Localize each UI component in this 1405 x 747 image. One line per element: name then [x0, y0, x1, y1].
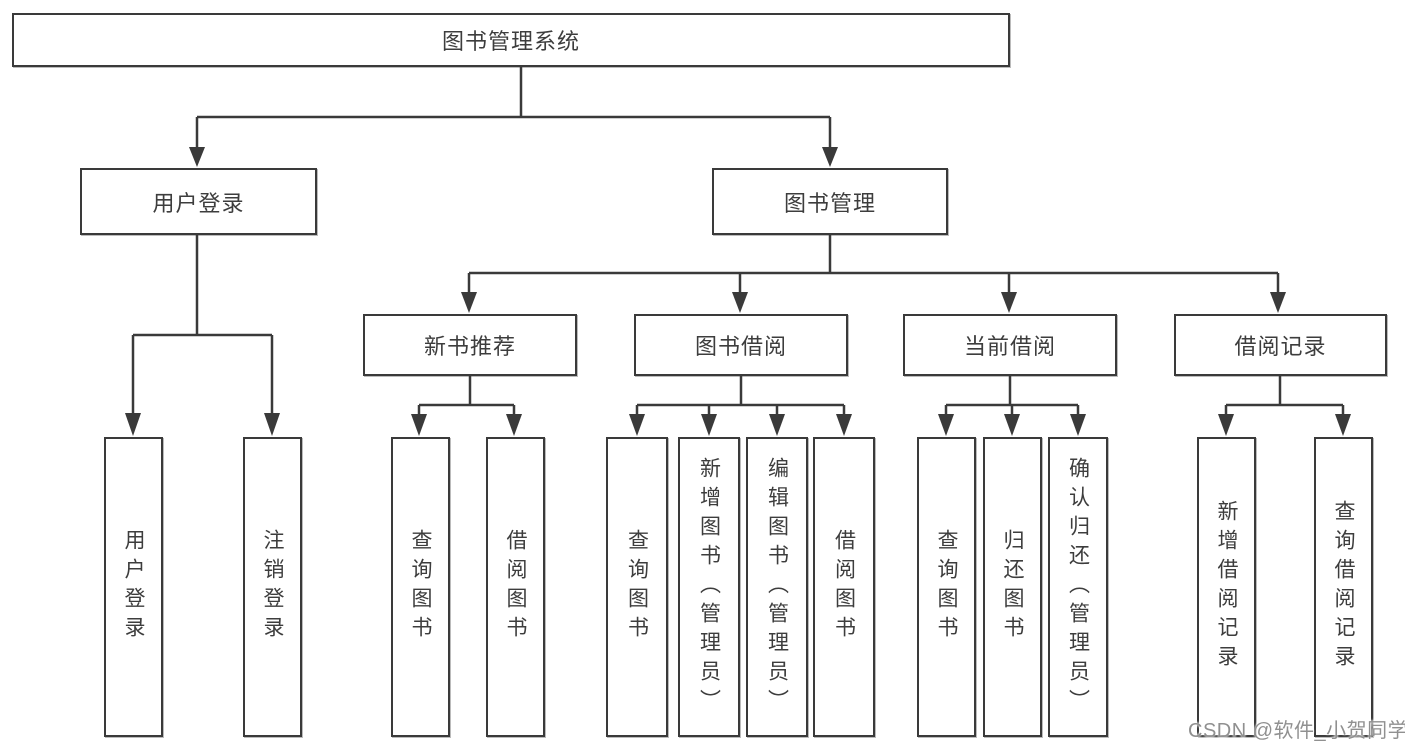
- node-new-book-recommend: 新书推荐: [363, 314, 577, 376]
- node-leaf-return-book-label: 归还图书: [1001, 529, 1024, 645]
- node-leaf-query-books-current: 查询图书: [917, 437, 976, 737]
- node-root-label: 图书管理系统: [441, 29, 580, 54]
- node-new-book-recommend-label: 新书推荐: [423, 334, 516, 359]
- node-leaf-query-books-borrow: 查询图书: [606, 437, 668, 737]
- node-leaf-query-books-recommend: 查询图书: [391, 437, 450, 737]
- node-leaf-confirm-return-admin-label: 确认归还（管理员）: [1066, 456, 1090, 718]
- node-leaf-logout: 注销登录: [243, 437, 302, 737]
- node-leaf-query-borrow-record-label: 查询借阅记录: [1332, 500, 1355, 674]
- node-leaf-return-book: 归还图书: [983, 437, 1042, 737]
- node-current-borrow-label: 当前借阅: [963, 334, 1056, 359]
- node-leaf-query-books-borrow-label: 查询图书: [625, 529, 649, 645]
- node-user-login-branch: 用户登录: [80, 168, 317, 235]
- node-leaf-edit-book-admin: 编辑图书（管理员）: [746, 437, 808, 737]
- node-book-management-branch-label: 图书管理: [783, 190, 876, 216]
- node-leaf-borrow-books: 借阅图书: [813, 437, 875, 737]
- watermark: CSDN @软件_小贺同学: [1188, 720, 1405, 742]
- node-book-management-branch: 图书管理: [712, 168, 948, 235]
- node-leaf-user-login: 用户登录: [104, 437, 163, 737]
- node-leaf-borrow-books-recommend-label: 借阅图书: [504, 529, 527, 645]
- node-leaf-add-book-admin-label: 新增图书（管理员）: [697, 456, 721, 718]
- node-leaf-confirm-return-admin: 确认归还（管理员）: [1048, 437, 1108, 737]
- node-leaf-add-borrow-record-label: 新增借阅记录: [1215, 500, 1238, 674]
- node-borrow-records-label: 借阅记录: [1234, 334, 1327, 359]
- node-leaf-add-book-admin: 新增图书（管理员）: [678, 437, 740, 737]
- node-leaf-edit-book-admin-label: 编辑图书（管理员）: [765, 456, 789, 718]
- node-borrow-records: 借阅记录: [1174, 314, 1387, 376]
- node-leaf-add-borrow-record: 新增借阅记录: [1197, 437, 1256, 737]
- node-leaf-query-books-current-label: 查询图书: [935, 529, 958, 645]
- node-book-borrow-label: 图书借阅: [694, 334, 787, 359]
- node-leaf-query-books-recommend-label: 查询图书: [409, 529, 432, 645]
- node-leaf-query-borrow-record: 查询借阅记录: [1314, 437, 1373, 737]
- node-leaf-logout-label: 注销登录: [261, 529, 284, 645]
- node-book-borrow: 图书借阅: [634, 314, 848, 376]
- node-leaf-borrow-books-label: 借阅图书: [832, 529, 856, 645]
- node-user-login-branch-label: 用户登录: [152, 190, 245, 216]
- node-leaf-user-login-label: 用户登录: [122, 529, 145, 645]
- node-leaf-borrow-books-recommend: 借阅图书: [486, 437, 545, 737]
- node-current-borrow: 当前借阅: [903, 314, 1117, 376]
- node-root: 图书管理系统: [12, 13, 1010, 67]
